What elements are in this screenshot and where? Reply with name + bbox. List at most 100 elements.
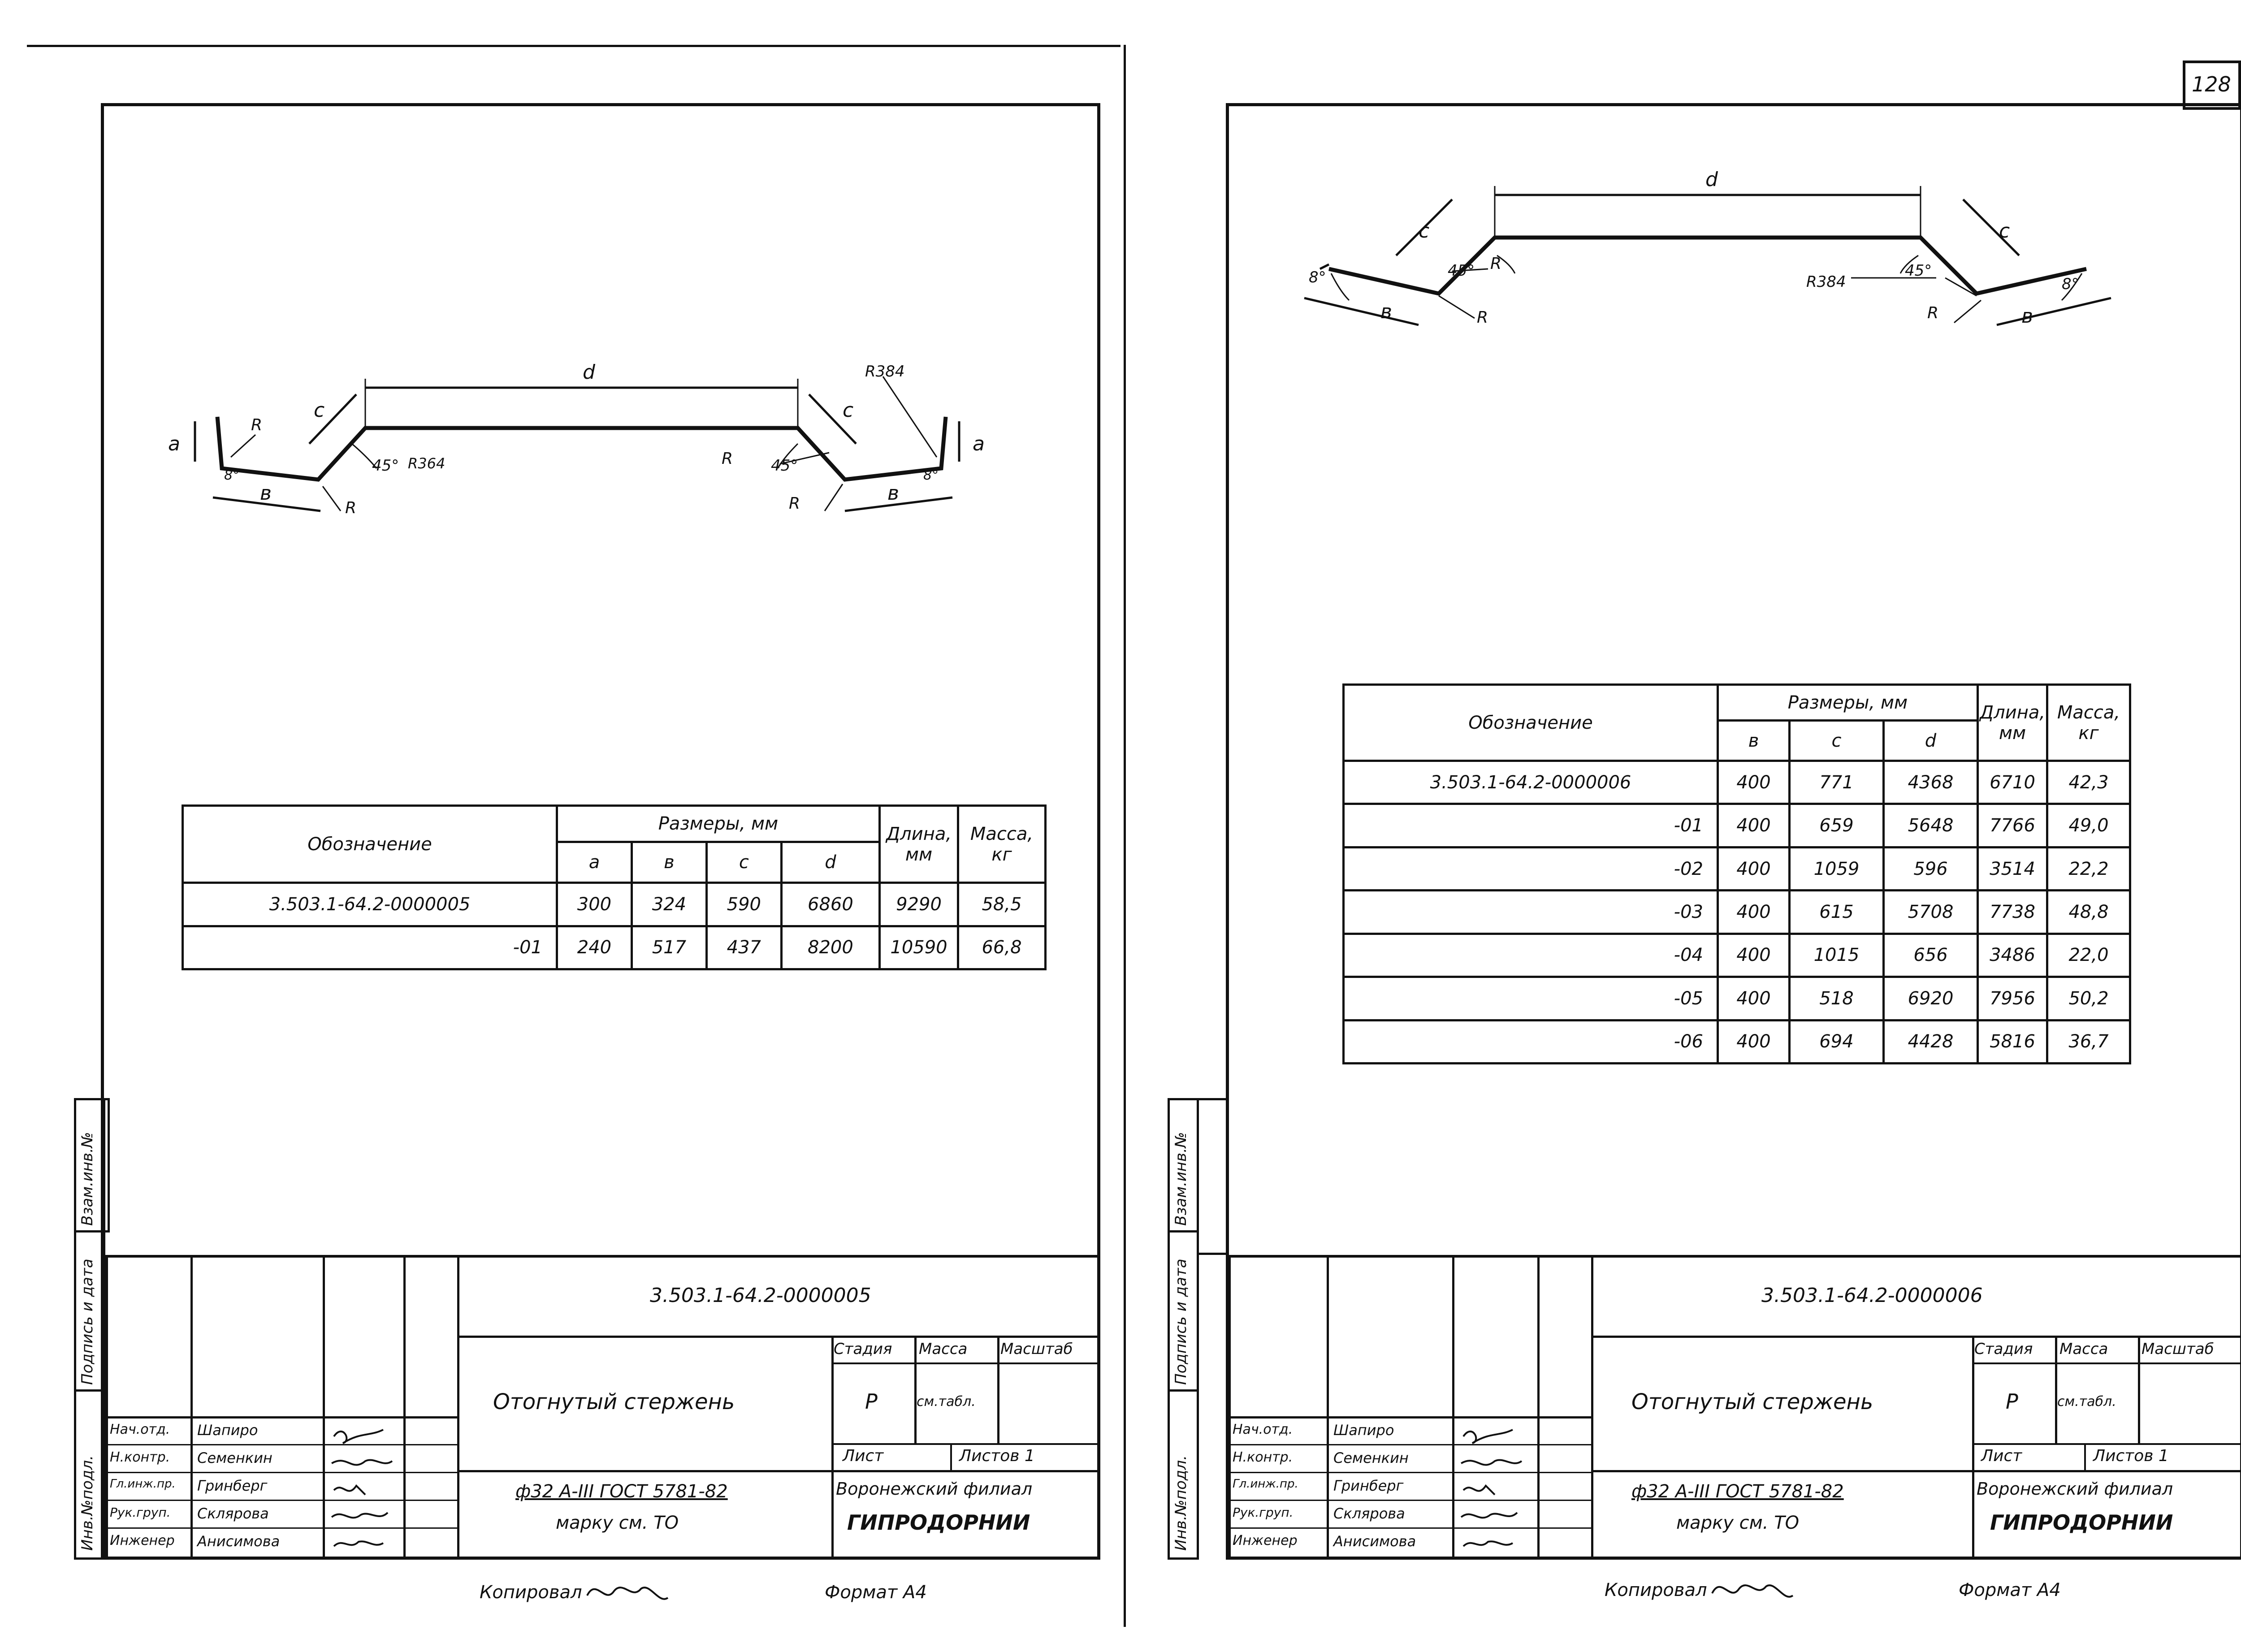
left-tb-vline-4 — [457, 1255, 459, 1560]
left-staff-role-4: Инженер — [110, 1533, 175, 1548]
right-label-r384: R384 — [1806, 273, 1846, 291]
right-staff-role-0: Нач.отд. — [1233, 1422, 1293, 1437]
left-tb-staff-row4 — [105, 1527, 457, 1529]
row-b: 400 — [1717, 846, 1791, 892]
left-tb-vline-2 — [323, 1255, 325, 1560]
left-title-block — [105, 1255, 1100, 1560]
right-staff-role-4: Инженер — [1233, 1533, 1298, 1548]
table-row: -05 400 518 6920 7956 50,2 — [1342, 976, 2131, 1021]
row-length: 9290 — [878, 882, 959, 927]
left-label-c-left: c — [314, 399, 324, 422]
left-tb-hline-sheet — [831, 1443, 1100, 1445]
left-sheets-label: Листов 1 — [959, 1447, 1035, 1465]
row-length: 10590 — [878, 925, 959, 971]
table-row: -04 400 1015 656 3486 22,0 — [1342, 932, 2131, 978]
right-label-d: d — [1705, 168, 1718, 191]
row-b: 400 — [1717, 803, 1791, 848]
row-length: 3514 — [1977, 846, 2048, 892]
row-designation: -01 — [1342, 803, 1719, 848]
row-c: 1015 — [1788, 932, 1885, 978]
right-org-1: Воронежский филиал — [1977, 1479, 2173, 1499]
right-footer-copied: Копировал — [1605, 1580, 1707, 1600]
right-h-scale: Масштаб — [2141, 1340, 2214, 1358]
right-h-mass: Масса, кг — [2046, 683, 2131, 762]
right-label-b-right: в — [2021, 305, 2033, 328]
row-designation: -01 — [182, 925, 558, 971]
table-row: -03 400 615 5708 7738 48,8 — [1342, 889, 2131, 935]
left-bar-shape — [215, 416, 948, 482]
left-tb-vline-1 — [190, 1255, 193, 1560]
left-tb-staff-row1 — [105, 1444, 457, 1445]
row-b: 517 — [630, 925, 708, 971]
left-signatures — [331, 1429, 393, 1547]
right-side-cell-4 — [1197, 1098, 1228, 1255]
right-doc-code: 3.503.1-64.2-0000006 — [1761, 1284, 1983, 1307]
left-label-45-right: 45° — [771, 457, 798, 475]
left-tb-staff-top — [105, 1416, 457, 1418]
row-designation: -06 — [1342, 1019, 1719, 1065]
right-label-c-left: c — [1419, 220, 1429, 242]
row-a: 300 — [556, 882, 633, 927]
row-b: 400 — [1717, 1019, 1791, 1065]
row-length: 5816 — [1977, 1019, 2048, 1065]
left-h-mass-tb: Масса — [919, 1340, 968, 1358]
left-staff-role-1: Н.контр. — [110, 1449, 170, 1465]
row-b: 400 — [1717, 759, 1791, 805]
right-tb-hline-stagehdr — [1972, 1362, 2241, 1364]
right-tb-staff-row2 — [1228, 1472, 1591, 1473]
left-side-cell-4 — [103, 1098, 110, 1233]
left-mass-val: см.табл. — [917, 1394, 976, 1410]
table-row: 3.503.1-64.2-0000006 400 771 4368 6710 4… — [1342, 759, 2131, 805]
right-tb-vline-stage — [1972, 1336, 1974, 1560]
right-col-b: в — [1717, 719, 1791, 762]
right-side-label-repl: Взам.инв.№ — [1172, 1132, 1190, 1226]
row-mass: 48,8 — [2046, 889, 2131, 935]
right-signatures — [1460, 1429, 1523, 1547]
left-tb-vline-mass — [914, 1336, 917, 1443]
row-mass: 66,8 — [957, 925, 1047, 971]
right-label-8-left: 8° — [1309, 268, 1326, 286]
row-c: 437 — [705, 925, 783, 971]
left-side-cell-3 — [74, 1389, 105, 1560]
left-label-r3: R — [722, 450, 733, 468]
left-footer-format: Формат А4 — [825, 1582, 927, 1603]
left-col-d: d — [780, 841, 881, 884]
right-side-cell-3 — [1168, 1389, 1199, 1560]
row-c: 518 — [1788, 976, 1885, 1021]
right-label-45-left: 45° — [1448, 262, 1475, 280]
right-sheet-label: Лист — [1981, 1447, 2022, 1465]
right-tb-vline-scale — [2138, 1336, 2140, 1443]
row-d: 4368 — [1882, 759, 1979, 805]
left-label-b-right: в — [887, 482, 899, 505]
left-label-r1: R — [251, 416, 262, 434]
left-bar-drawing: d c c в в a a R R R R R364 R384 45° 45° … — [168, 361, 985, 517]
row-length: 7738 — [1977, 889, 2048, 935]
row-mass: 58,5 — [957, 882, 1047, 927]
left-tb-vline-3 — [403, 1255, 406, 1560]
row-length: 3486 — [1977, 932, 2048, 978]
row-d: 8200 — [780, 925, 881, 971]
left-doc-name: Отогнутый стержень — [493, 1389, 735, 1414]
left-side-label-sign: Подпись и дата — [78, 1258, 96, 1385]
right-label-8-right: 8° — [2062, 275, 2079, 293]
right-spec-table: Обозначение Размеры, мм Длина, мм Масса,… — [1342, 683, 2131, 1065]
right-label-r3: R — [1927, 304, 1938, 322]
right-staff-name-3: Склярова — [1333, 1505, 1405, 1522]
left-material-2: марку см. ТО — [556, 1513, 679, 1533]
row-length: 7766 — [1977, 803, 2048, 848]
table-row: -06 400 694 4428 5816 36,7 — [1342, 1019, 2131, 1065]
row-b: 400 — [1717, 932, 1791, 978]
right-side-label-inv: Инв.№подл. — [1172, 1455, 1190, 1551]
left-label-r2: R — [345, 499, 356, 517]
row-mass: 49,0 — [2046, 803, 2131, 848]
row-d: 656 — [1882, 932, 1979, 978]
right-label-b-left: в — [1380, 300, 1392, 323]
right-tb-staff-row3 — [1228, 1500, 1591, 1501]
right-tb-hline-name — [1591, 1470, 2241, 1472]
right-label-45-right: 45° — [1905, 262, 1932, 280]
left-staff-name-4: Анисимова — [197, 1533, 280, 1550]
left-tb-staff-row3 — [105, 1500, 457, 1501]
left-side-label-inv: Инв.№подл. — [78, 1455, 96, 1551]
row-b: 324 — [630, 882, 708, 927]
row-designation: -03 — [1342, 889, 1719, 935]
